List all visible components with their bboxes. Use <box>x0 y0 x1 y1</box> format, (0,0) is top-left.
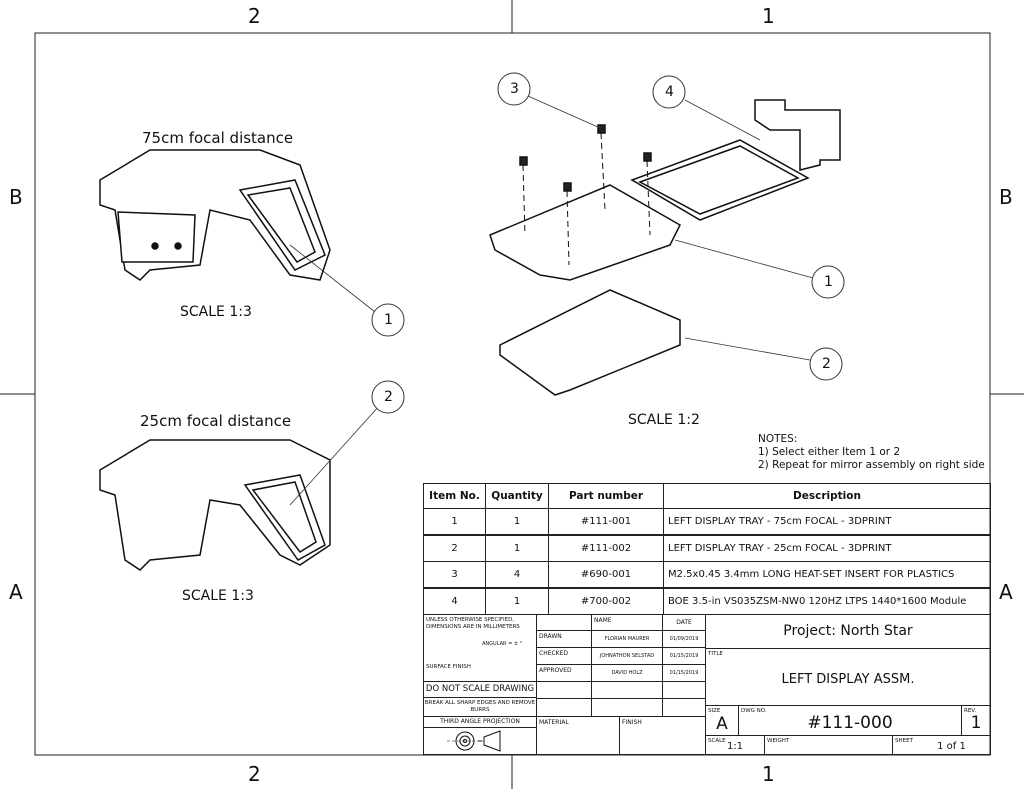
bom-header: Quantity <box>485 483 549 509</box>
bom-cell: 3 <box>423 561 486 588</box>
notes: NOTES: 1) Select either Item 1 or 2 2) R… <box>758 433 985 472</box>
approved-label: APPROVED <box>536 664 592 682</box>
bom-cell: #690-001 <box>548 561 664 588</box>
notes-title: NOTES: <box>758 433 798 445</box>
projection-symbol-cell <box>423 727 537 755</box>
angular-text: ANGULAR = ± ° <box>482 641 523 647</box>
approved-date: 01/15/2019 <box>662 664 706 682</box>
weight-label: WEIGHT <box>767 738 790 744</box>
break-edges: BREAK ALL SHARP EDGES AND REMOVE BURRS <box>423 697 537 717</box>
project-name: Project: North Star <box>705 614 991 649</box>
zone-right-A: A <box>999 580 1013 604</box>
zone-bottom-2: 2 <box>248 762 261 786</box>
balloon-label: 2 <box>384 389 393 405</box>
blank-cell <box>536 698 592 717</box>
approved-name: DAVID HOLZ <box>591 664 663 682</box>
size-value: A <box>716 714 728 735</box>
balloon-label: 4 <box>665 84 674 100</box>
bom-cell: #111-001 <box>548 508 664 535</box>
checked-label: CHECKED <box>536 647 592 665</box>
zone-right-B: B <box>999 185 1013 209</box>
sheet-field: SHEET 1 of 1 <box>892 735 991 755</box>
scale-value: 1:1 <box>726 741 744 752</box>
zone-bottom-1: 1 <box>762 762 775 786</box>
material-field: MATERIAL <box>536 716 620 755</box>
zone-top-2: 2 <box>248 4 261 28</box>
balloon-label: 1 <box>384 312 393 328</box>
checked-name: JOHNATHON SELSTAD <box>591 647 663 665</box>
weight-field: WEIGHT <box>764 735 893 755</box>
tray-25cm-view <box>99 439 331 571</box>
blank-cell <box>591 681 663 699</box>
balloon-label: 2 <box>822 356 831 372</box>
bom-cell: 1 <box>485 535 549 562</box>
view-scale: SCALE 1:3 <box>182 588 254 604</box>
rev-value: 1 <box>970 713 982 734</box>
surface-finish-text: SURFACE FINISH <box>426 664 471 670</box>
drawn-date: 01/09/2019 <box>662 630 706 648</box>
unless-text: UNLESS OTHERWISE SPECIFIED, DIMENSIONS A… <box>426 617 520 630</box>
bom-cell: 1 <box>485 588 549 615</box>
dwg-no-value: #111-000 <box>807 713 893 734</box>
bom-cell: 4 <box>485 561 549 588</box>
bom-cell: 2 <box>423 535 486 562</box>
scale-label: SCALE <box>708 738 726 744</box>
date-header: DATE <box>662 614 706 631</box>
zone-top-1: 1 <box>762 4 775 28</box>
balloon-label: 1 <box>824 274 833 290</box>
blank-cell <box>591 698 663 717</box>
bom-cell: 4 <box>423 588 486 615</box>
view-caption: 25cm focal distance <box>140 412 292 430</box>
title-label: TITLE <box>708 651 723 657</box>
bom-cell: 1 <box>423 508 486 535</box>
tolerance-note: UNLESS OTHERWISE SPECIFIED, DIMENSIONS A… <box>423 614 537 682</box>
bom-cell: 1 <box>485 508 549 535</box>
exploded-view <box>489 99 841 396</box>
dwg-no-field: DWG NO. #111-000 <box>738 705 962 736</box>
zone-left-B: B <box>9 185 23 209</box>
sheet-label: SHEET <box>895 738 913 744</box>
bom-cell: M2.5x0.45 3.4mm LONG HEAT-SET INSERT FOR… <box>663 561 991 588</box>
name-header: NAME <box>591 614 663 631</box>
bom-cell: BOE 3.5-in VS035ZSM-NW0 120HZ LTPS 1440*… <box>663 588 991 615</box>
projection-symbol <box>447 730 501 752</box>
bom-cell: #700-002 <box>548 588 664 615</box>
leader-lines <box>289 95 814 506</box>
bom-cell: #111-002 <box>548 535 664 562</box>
bom-header: Description <box>663 483 991 509</box>
rev-field: REV.1 <box>961 705 991 736</box>
blank-cell <box>536 614 592 631</box>
title-field: TITLE LEFT DISPLAY ASSM. <box>705 648 991 706</box>
balloons <box>371 72 845 414</box>
view-caption: 75cm focal distance <box>142 129 294 147</box>
bom-header: Part number <box>548 483 664 509</box>
blank-cell <box>536 681 592 699</box>
drawing-title: LEFT DISPLAY ASSM. <box>781 672 915 688</box>
note-line: 1) Select either Item 1 or 2 <box>758 446 901 459</box>
sheet-value: 1 of 1 <box>937 741 966 752</box>
size-label: SIZE <box>708 708 721 714</box>
view-scale: SCALE 1:2 <box>628 412 700 428</box>
blank-cell <box>662 698 706 717</box>
dwg-no-label: DWG NO. <box>741 708 767 714</box>
bom-header: Item No. <box>423 483 486 509</box>
balloon-label: 3 <box>510 81 519 97</box>
do-not-scale: DO NOT SCALE DRAWING <box>423 681 537 698</box>
bom-cell: LEFT DISPLAY TRAY - 25cm FOCAL - 3DPRINT <box>663 535 991 562</box>
drawn-name: FLORIAN MAURER <box>591 630 663 648</box>
finish-field: FINISH <box>619 716 706 755</box>
view-scale: SCALE 1:3 <box>180 304 252 320</box>
rev-label: REV. <box>964 708 977 714</box>
drawn-label: DRAWN <box>536 630 592 648</box>
checked-date: 01/15/2019 <box>662 647 706 665</box>
blank-cell <box>662 681 706 699</box>
tray-75cm-view <box>99 149 331 281</box>
bom-cell: LEFT DISPLAY TRAY - 75cm FOCAL - 3DPRINT <box>663 508 991 535</box>
zone-left-A: A <box>9 580 23 604</box>
note-line: 2) Repeat for mirror assembly on right s… <box>758 459 985 472</box>
